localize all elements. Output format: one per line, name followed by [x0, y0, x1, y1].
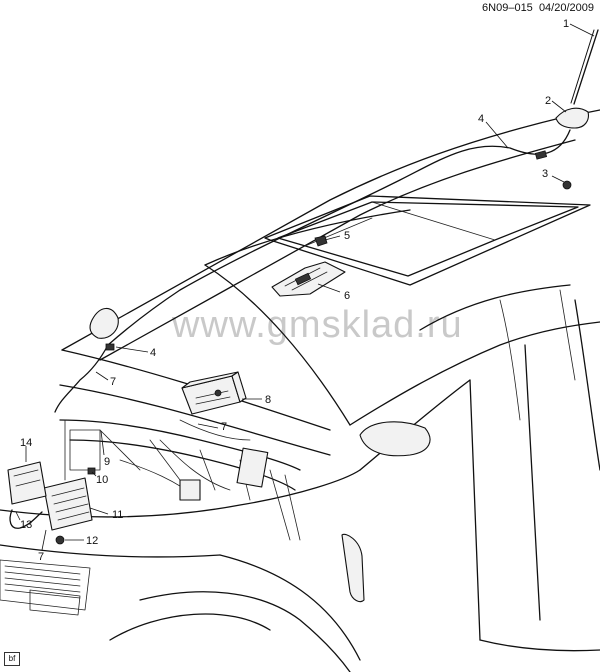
- callout-4-cable-pillar: 4: [150, 347, 156, 359]
- callout-12: 12: [86, 535, 98, 547]
- callout-1: 1: [563, 18, 569, 30]
- grille: [0, 559, 91, 616]
- overhead-module: [271, 261, 346, 297]
- callout-4-cable-roof: 4: [478, 113, 484, 125]
- instrument-panel-frame: [59, 419, 301, 541]
- callout-13: 13: [20, 519, 32, 531]
- leader-lines: [15, 23, 595, 551]
- antenna-base: [555, 107, 589, 129]
- callout-9: 9: [104, 456, 110, 468]
- watermark: www.gmsklad.ru: [171, 304, 463, 346]
- callout-6: 6: [344, 290, 350, 302]
- callout-14: 14: [20, 437, 32, 449]
- connector-10: [87, 467, 96, 475]
- callout-10: 10: [96, 474, 108, 486]
- footer-tag: bf: [4, 652, 20, 666]
- callout-labels: 1 2 3 4 4 5 6 7 7 7 8 9 10 11 12 13 14: [20, 18, 569, 563]
- diagram-date: 04/20/2009: [538, 2, 594, 14]
- callout-7-lower: 7: [38, 551, 44, 563]
- antenna-cable: [54, 129, 571, 413]
- callout-8: 8: [265, 394, 271, 406]
- radio-receiver: [181, 371, 247, 415]
- harness-13: [9, 509, 43, 529]
- diagram-header: 6N09–015 04/20/2009: [482, 2, 594, 14]
- callout-7-upper: 7: [110, 376, 116, 388]
- bracket-14: [7, 461, 47, 505]
- vehicle-body: [0, 109, 600, 672]
- antenna-mast: [570, 29, 599, 105]
- callout-11: 11: [112, 509, 123, 521]
- callout-2: 2: [545, 95, 551, 107]
- fastener-12: [55, 535, 65, 545]
- clip: [314, 235, 328, 247]
- callout-5: 5: [344, 230, 350, 242]
- control-module: [43, 477, 93, 531]
- callout-7-middle: 7: [221, 421, 227, 433]
- antenna-nut: [562, 180, 572, 190]
- diagram-code: 6N09–015: [482, 2, 533, 14]
- callout-3: 3: [542, 168, 548, 180]
